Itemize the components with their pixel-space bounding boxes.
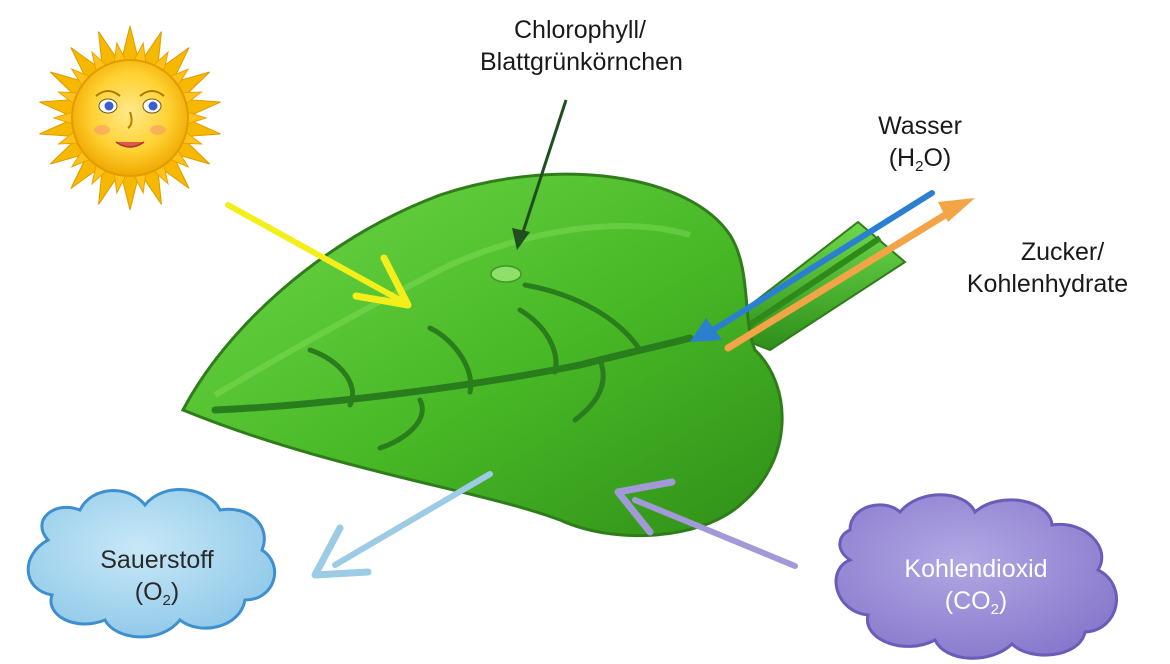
oxygen-formula-close: ) xyxy=(171,578,179,606)
co2-label-formula: (CO2) xyxy=(876,585,1076,617)
water-label-line1: Wasser xyxy=(860,110,980,142)
co2-formula-close: ) xyxy=(999,587,1007,615)
chloroplast-dot xyxy=(491,266,521,282)
sun-icon xyxy=(38,26,222,210)
oxygen-formula-subscript: 2 xyxy=(163,592,171,609)
sugar-label-line2: Kohlenhydrate xyxy=(930,268,1165,300)
oxygen-label: Sauerstoff (O2) xyxy=(72,544,242,608)
oxygen-label-formula: (O2) xyxy=(72,576,242,608)
oxygen-label-line1: Sauerstoff xyxy=(72,544,242,576)
chlorophyll-label-line1: Chlorophyll/ xyxy=(480,14,680,46)
oxygen-formula-open: (O xyxy=(135,578,163,606)
sugar-label-line1: Zucker/ xyxy=(930,236,1165,268)
co2-label: Kohlendioxid (CO2) xyxy=(876,553,1076,617)
co2-formula-open: (CO xyxy=(945,587,991,615)
water-formula-close: O) xyxy=(923,144,951,172)
water-label-formula: (H2O) xyxy=(860,142,980,174)
co2-label-line1: Kohlendioxid xyxy=(876,553,1076,585)
chlorophyll-label-line2: Blattgrünkörnchen xyxy=(480,46,680,78)
water-formula-open: (H xyxy=(889,144,915,172)
oxygen-arrow xyxy=(315,474,490,575)
water-label: Wasser (H2O) xyxy=(860,110,980,174)
co2-formula-subscript: 2 xyxy=(991,601,999,618)
sugar-label: Zucker/ Kohlenhydrate xyxy=(930,236,1165,300)
chlorophyll-label: Chlorophyll/ Blattgrünkörnchen xyxy=(480,14,680,78)
